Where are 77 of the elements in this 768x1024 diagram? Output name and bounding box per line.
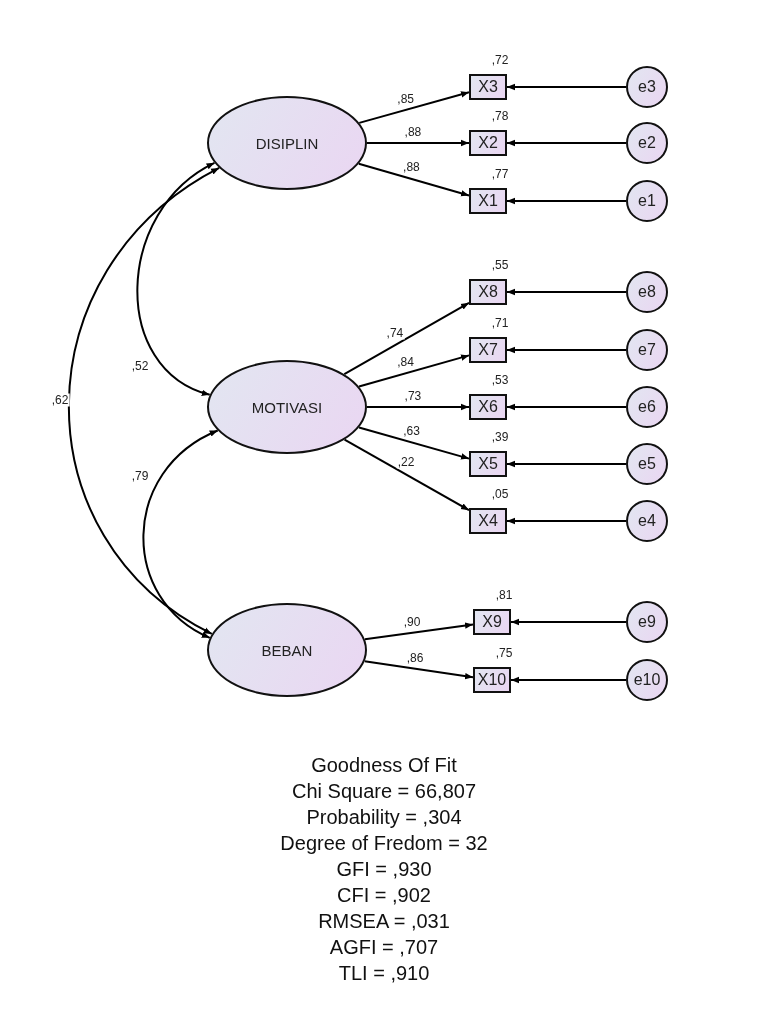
covariance-arrow — [67, 166, 221, 635]
indicator-box: X6 — [469, 394, 507, 420]
path-arrow — [506, 403, 627, 411]
edge-label: ,88 — [403, 125, 423, 139]
r-squared-value: ,39 — [491, 430, 509, 444]
path-arrow — [343, 301, 470, 376]
path-arrow — [506, 139, 627, 147]
fit-statistic: Degree of Fredom = 32 — [280, 831, 488, 856]
error-circle: e7 — [626, 329, 668, 371]
error-circle: e4 — [626, 500, 668, 542]
indicator-box: X3 — [469, 74, 507, 100]
covariance-arrow — [136, 161, 216, 396]
latent-ellipse: BEBAN — [207, 603, 367, 697]
r-squared-value: ,77 — [491, 167, 509, 181]
edge-label: ,63 — [402, 424, 421, 438]
edge-label: ,52 — [130, 359, 150, 373]
fit-statistic: TLI = ,910 — [338, 961, 430, 986]
indicator-box: X4 — [469, 508, 507, 534]
error-circle: e1 — [626, 180, 668, 222]
indicator-box: X9 — [473, 609, 511, 635]
covariance-arrow — [142, 429, 219, 639]
edge-label: ,85 — [396, 92, 416, 105]
path-arrow — [506, 346, 627, 354]
indicator-box: X1 — [469, 188, 507, 214]
path-arrow — [506, 517, 627, 525]
path-arrow — [506, 83, 627, 91]
r-squared-value: ,71 — [491, 316, 509, 330]
edge-label: ,86 — [405, 651, 425, 665]
r-squared-value: ,55 — [491, 258, 509, 272]
r-squared-value: ,81 — [495, 588, 513, 602]
indicator-box: X5 — [469, 451, 507, 477]
path-arrow — [506, 460, 627, 468]
edge-label: ,62 — [50, 393, 70, 407]
path-arrow — [343, 438, 470, 512]
edge-label: ,22 — [396, 455, 416, 469]
edge-label: ,79 — [130, 469, 150, 483]
indicator-box: X7 — [469, 337, 507, 363]
fit-statistic: Chi Square = 66,807 — [292, 779, 476, 804]
error-circle: e3 — [626, 66, 668, 108]
path-arrow — [357, 162, 470, 197]
path-arrow — [358, 354, 470, 388]
error-circle: e9 — [626, 601, 668, 643]
error-circle: e5 — [626, 443, 668, 485]
fit-statistic: AGFI = ,707 — [329, 935, 439, 960]
path-arrow — [506, 197, 627, 205]
edge-label: ,74 — [385, 326, 405, 340]
edge-label: ,73 — [403, 389, 423, 403]
path-arrow — [510, 618, 627, 626]
indicator-box: X8 — [469, 279, 507, 305]
r-squared-value: ,75 — [495, 646, 513, 660]
fit-statistic: CFI = ,902 — [337, 883, 431, 908]
fit-statistic: Probability = ,304 — [306, 805, 462, 830]
error-circle: e8 — [626, 271, 668, 313]
r-squared-value: ,05 — [491, 487, 509, 501]
path-arrow — [510, 676, 627, 684]
path-arrow — [366, 139, 470, 147]
edge-label: ,88 — [402, 160, 421, 174]
path-arrow — [363, 660, 474, 680]
path-arrow — [358, 91, 470, 124]
latent-ellipse: DISIPLIN — [207, 96, 367, 190]
indicator-box: X2 — [469, 130, 507, 156]
path-arrow — [506, 288, 627, 296]
latent-ellipse: MOTIVASI — [207, 360, 367, 454]
indicator-box: X10 — [473, 667, 511, 693]
error-circle: e10 — [626, 659, 668, 701]
edge-label: ,84 — [396, 355, 415, 369]
r-squared-value: ,53 — [491, 373, 509, 387]
path-arrow — [358, 426, 470, 460]
edge-label: ,90 — [402, 615, 422, 629]
path-arrow — [366, 403, 470, 411]
r-squared-value: ,72 — [491, 53, 509, 67]
error-circle: e2 — [626, 122, 668, 164]
fit-statistic: Goodness Of Fit — [311, 753, 457, 778]
fit-statistic: GFI = ,930 — [336, 857, 432, 882]
fit-statistic: RMSEA = ,031 — [318, 909, 450, 934]
r-squared-value: ,78 — [491, 109, 509, 123]
error-circle: e6 — [626, 386, 668, 428]
